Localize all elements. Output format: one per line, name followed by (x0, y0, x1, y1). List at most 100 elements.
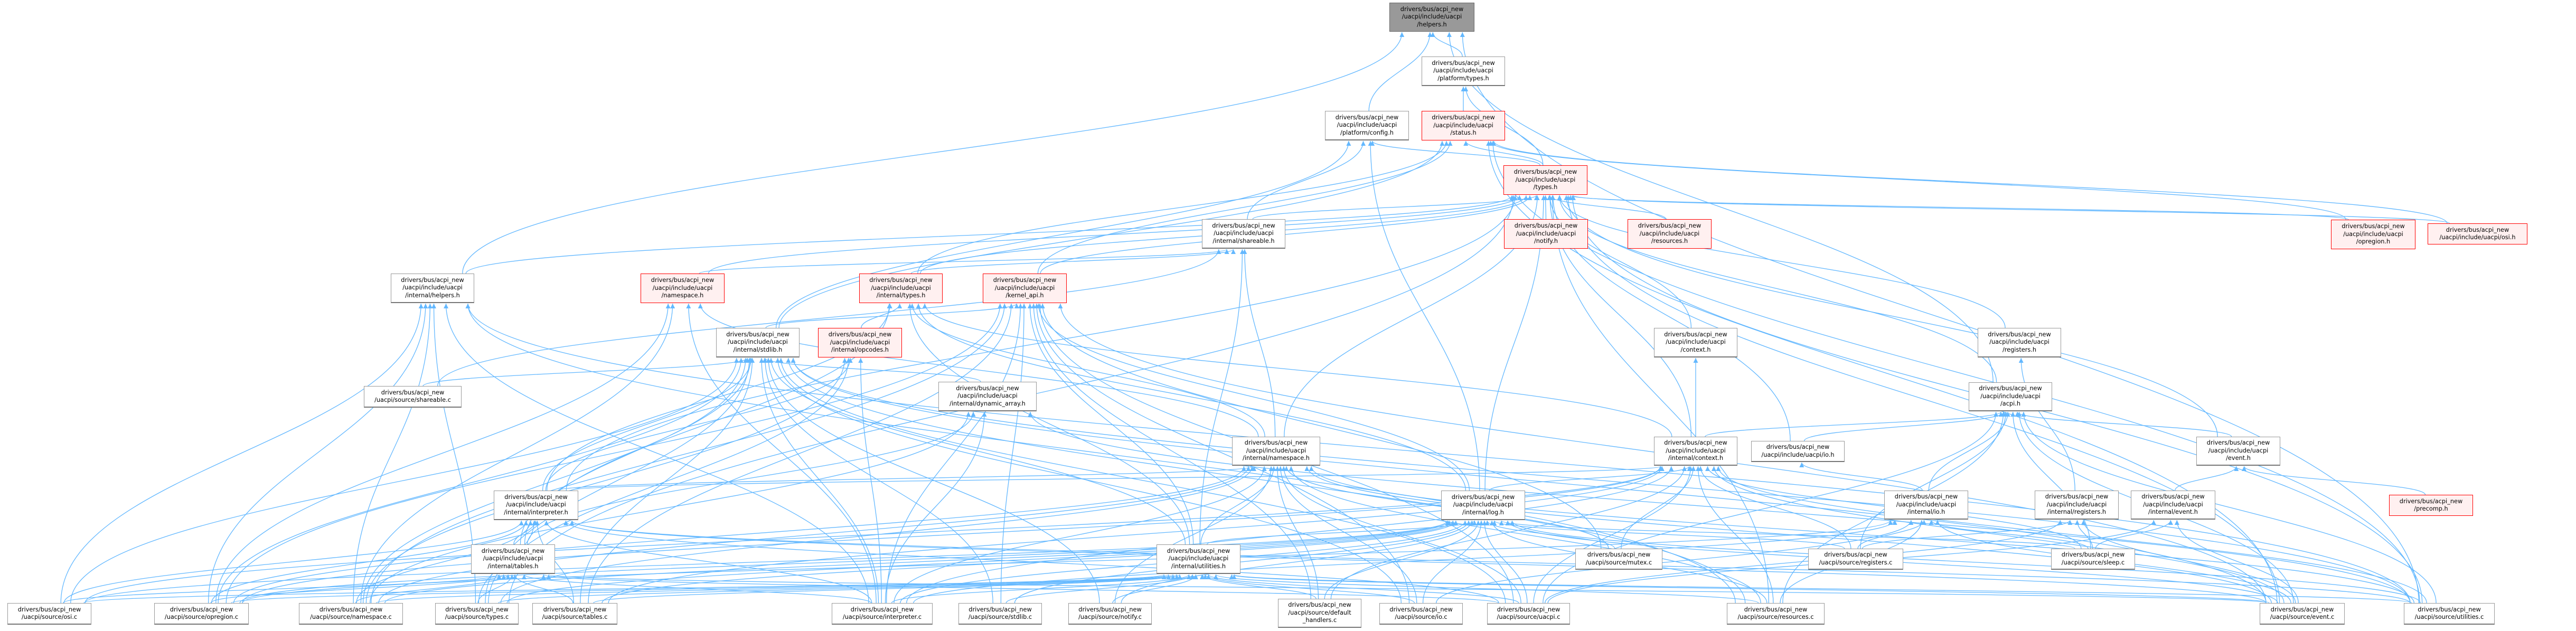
node-label: drivers/bus/acpi_new /uacpi/source/stdli… (968, 606, 1032, 621)
edge-util_c-to-i_helpers (465, 303, 2411, 604)
graph-node-event-h[interactable]: drivers/bus/acpi_new /uacpi/include/uacp… (2196, 437, 2280, 466)
graph-node-i-ctx[interactable]: drivers/bus/acpi_new /uacpi/include/uacp… (1654, 437, 1737, 466)
graph-node-opcodes[interactable]: drivers/bus/acpi_new /uacpi/include/uacp… (818, 328, 902, 357)
graph-node-p-types[interactable]: drivers/bus/acpi_new /uacpi/include/uacp… (1422, 56, 1505, 86)
node-label: drivers/bus/acpi_new /uacpi/include/uacp… (1167, 547, 1230, 570)
graph-node-registers-h[interactable]: drivers/bus/acpi_new /uacpi/include/uacp… (1978, 328, 2061, 357)
edge-defh_c-to-log_h (1324, 520, 1481, 599)
edge-ns_c-to-util_h (376, 574, 1176, 604)
graph-node-osi-c[interactable]: drivers/bus/acpi_new /uacpi/source/osi.c (7, 603, 91, 625)
graph-node-notify-c[interactable]: drivers/bus/acpi_new /uacpi/source/notif… (1068, 603, 1152, 625)
edge-i_ns-to-ns_h (698, 303, 1259, 437)
graph-node-types-c[interactable]: drivers/bus/acpi_new /uacpi/source/types… (435, 603, 519, 625)
graph-node-resources-c[interactable]: drivers/bus/acpi_new /uacpi/source/resou… (1727, 603, 1825, 625)
edge-io_c-to-i_ns (1278, 466, 1417, 604)
graph-node-util-c[interactable]: drivers/bus/acpi_new /uacpi/source/utili… (2404, 603, 2495, 625)
node-label: drivers/bus/acpi_new /uacpi/source/resou… (1737, 606, 1814, 621)
edge-opregion_c-to-tables_h (210, 574, 506, 604)
graph-node-i-io[interactable]: drivers/bus/acpi_new /uacpi/include/uacp… (1884, 491, 1968, 520)
graph-node-opregion-c[interactable]: drivers/bus/acpi_new /uacpi/source/opreg… (154, 603, 249, 625)
edge-util_c-to-dynarr (1028, 411, 2411, 604)
graph-node-sleep-c[interactable]: drivers/bus/acpi_new /uacpi/source/sleep… (2051, 549, 2135, 570)
graph-node-mutex-c[interactable]: drivers/bus/acpi_new /uacpi/source/mutex… (1575, 549, 1662, 570)
edge-uacpi_c-to-acpi (1543, 411, 1999, 604)
edge-util_h-to-stdlib_h (768, 357, 1186, 545)
edge-uacpi_c-to-i_regs (1544, 520, 2063, 604)
graph-node-i-types[interactable]: drivers/bus/acpi_new /uacpi/include/uacp… (859, 274, 943, 303)
graph-node-interp-h[interactable]: drivers/bus/acpi_new /uacpi/include/uacp… (494, 491, 578, 520)
edge-sleep_c-to-i_event (2095, 520, 2173, 549)
graph-node-regs-c[interactable]: drivers/bus/acpi_new /uacpi/source/regis… (1808, 549, 1903, 570)
graph-node-status[interactable]: drivers/bus/acpi_new /uacpi/include/uacp… (1422, 111, 1505, 140)
graph-node-log-h[interactable]: drivers/bus/acpi_new /uacpi/include/uacp… (1441, 491, 1525, 520)
graph-node-interp-c[interactable]: drivers/bus/acpi_new /uacpi/source/inter… (832, 603, 933, 625)
graph-node-uacpi-c[interactable]: drivers/bus/acpi_new /uacpi/source/uacpi… (1487, 603, 1570, 625)
edge-acpi-to-types (1557, 195, 1997, 383)
graph-node-acpi[interactable]: drivers/bus/acpi_new /uacpi/include/uacp… (1969, 382, 2052, 411)
edge-ns_c-to-i_ns (378, 466, 1251, 604)
edge-osi_h-to-types (1571, 195, 2450, 224)
graph-node-i-regs[interactable]: drivers/bus/acpi_new /uacpi/include/uacp… (2035, 491, 2119, 520)
edge-precomp-to-event_h (2242, 466, 2426, 495)
graph-node-precomp[interactable]: drivers/bus/acpi_new /precomp.h (2389, 495, 2473, 516)
edge-i_io-to-io_h (1799, 462, 1923, 491)
graph-node-i-ns[interactable]: drivers/bus/acpi_new /uacpi/include/uacp… (1232, 437, 1320, 466)
graph-node-tables-h[interactable]: drivers/bus/acpi_new /uacpi/include/uacp… (471, 544, 555, 574)
graph-node-stdlib-c[interactable]: drivers/bus/acpi_new /uacpi/source/stdli… (958, 603, 1042, 625)
node-label: drivers/bus/acpi_new /uacpi/source/types… (445, 606, 509, 621)
node-label: drivers/bus/acpi_new /uacpi/source/share… (374, 389, 451, 404)
graph-node-tables-c[interactable]: drivers/bus/acpi_new /uacpi/source/table… (532, 603, 617, 625)
edge-share_c-to-stdlib_h (422, 357, 750, 387)
edge-sleep_c-to-i_regs (2074, 520, 2093, 549)
edge-opregion_c-to-i_ns (233, 466, 1246, 604)
node-label: drivers/bus/acpi_new /uacpi/include/uacp… (1400, 5, 1464, 28)
graph-node-kernel[interactable]: drivers/bus/acpi_new /uacpi/include/uacp… (983, 274, 1067, 303)
edge-interp_h-to-i_ctx (570, 466, 1663, 491)
graph-node-context-h[interactable]: drivers/bus/acpi_new /uacpi/include/uacp… (1654, 328, 1737, 357)
edge-regs_c-to-i_ctx (1698, 466, 1851, 549)
graph-node-share-c[interactable]: drivers/bus/acpi_new /uacpi/source/share… (364, 386, 462, 408)
edge-opregion_c-to-stdlib_h (218, 357, 744, 604)
graph-node-ns-h[interactable]: drivers/bus/acpi_new /uacpi/include/uacp… (641, 274, 725, 303)
edge-ns_c-to-tables_h (355, 574, 511, 604)
node-label: drivers/bus/acpi_new /uacpi/source/mutex… (1585, 551, 1652, 566)
graph-node-event-c[interactable]: drivers/bus/acpi_new /uacpi/source/event… (2260, 603, 2345, 625)
edge-tables_c-to-tables_h (512, 574, 574, 604)
graph-node-ns-c[interactable]: drivers/bus/acpi_new /uacpi/source/names… (299, 603, 403, 625)
graph-node-io-c[interactable]: drivers/bus/acpi_new /uacpi/source/io.c (1379, 603, 1463, 625)
edge-opregion_c-to-i_helpers (208, 303, 428, 604)
graph-node-io-h[interactable]: drivers/bus/acpi_new /uacpi/include/uacp… (1751, 441, 1845, 462)
edge-util_h-to-i_share (1199, 249, 1245, 545)
edge-registers_h-to-types (1557, 195, 2006, 328)
graph-node-opregion-h[interactable]: drivers/bus/acpi_new /uacpi/include/uacp… (2331, 220, 2415, 249)
graph-node-osi-h[interactable]: drivers/bus/acpi_new /uacpi/include/uacp… (2428, 223, 2527, 244)
edge-interp_c-to-i_ns (894, 466, 1267, 604)
graph-node-i-share[interactable]: drivers/bus/acpi_new /uacpi/include/uacp… (1202, 219, 1285, 249)
graph-node-defh-c[interactable]: drivers/bus/acpi_new /uacpi/source/defau… (1278, 599, 1361, 628)
edge-regs_c-to-log_h (1492, 520, 1845, 549)
graph-node-notify[interactable]: drivers/bus/acpi_new /uacpi/include/uacp… (1504, 219, 1588, 249)
edge-resources_c-to-types (1550, 195, 1770, 604)
graph-node-util-h[interactable]: drivers/bus/acpi_new /uacpi/include/uacp… (1157, 544, 1240, 574)
edge-interp_h-to-i_ns (558, 466, 1256, 491)
edge-osi_c-to-tables_h (63, 574, 502, 604)
node-label: drivers/bus/acpi_new /uacpi/include/uacp… (1335, 114, 1399, 136)
edge-resources_c-to-i_helpers (465, 303, 1736, 604)
graph-node-types[interactable]: drivers/bus/acpi_new /uacpi/include/uacp… (1503, 165, 1587, 195)
graph-node-p-config[interactable]: drivers/bus/acpi_new /uacpi/include/uacp… (1325, 111, 1409, 140)
graph-node-resources-h[interactable]: drivers/bus/acpi_new /uacpi/include/uacp… (1628, 219, 1712, 249)
node-label: drivers/bus/acpi_new /uacpi/include/uacp… (1894, 493, 1958, 516)
graph-node-dynarr[interactable]: drivers/bus/acpi_new /uacpi/include/uacp… (938, 382, 1037, 411)
edge-stdlib_h-to-p_config (775, 140, 1351, 328)
graph-node-stdlib-h[interactable]: drivers/bus/acpi_new /uacpi/include/uacp… (716, 328, 800, 357)
edge-util_h-to-i_ns (1200, 466, 1276, 545)
graph-node-i-helpers[interactable]: drivers/bus/acpi_new /uacpi/include/uacp… (391, 274, 474, 303)
edge-i_ns-to-i_types (909, 303, 1265, 437)
edge-kernel-to-status (1037, 140, 1453, 274)
edge-tables_c-to-util_h (593, 574, 1182, 604)
edge-util_c-to-log_h (1510, 520, 2421, 604)
node-label: drivers/bus/acpi_new /uacpi/source/osi.c (17, 606, 81, 621)
edge-dynarr-to-stdlib_h (762, 357, 981, 382)
node-label: drivers/bus/acpi_new /precomp.h (2399, 497, 2463, 513)
graph-node-i-event[interactable]: drivers/bus/acpi_new /uacpi/include/uacp… (2131, 491, 2215, 520)
